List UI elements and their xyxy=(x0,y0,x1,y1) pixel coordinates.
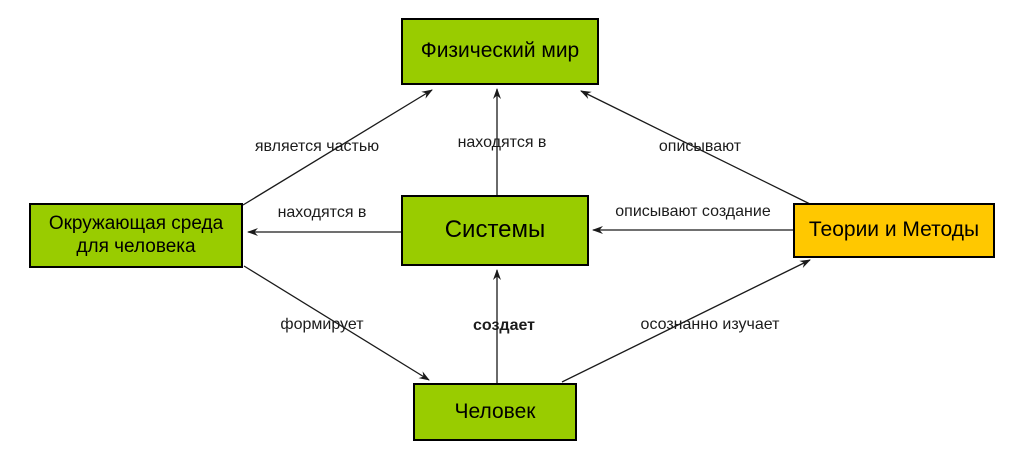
node-physical-world: Физический мир xyxy=(401,18,599,85)
edge-label-located-in-top: находятся в xyxy=(457,134,547,151)
edge-label-located-in-left: находятся в xyxy=(277,204,367,221)
edge-human-to-theories xyxy=(561,259,811,383)
edge-theories-to-physical-world xyxy=(580,90,811,205)
node-theories: Теории и Методы xyxy=(793,203,995,258)
edge-environment-to-human xyxy=(243,265,430,381)
edge-label-is-part-of: является частью xyxy=(254,138,380,155)
edge-label-describe: описывают xyxy=(658,138,742,155)
node-environment: Окружающая среда для человека xyxy=(29,203,243,268)
node-systems: Системы xyxy=(401,195,589,266)
edge-label-creates: создает xyxy=(473,317,535,334)
edge-environment-to-physical-world xyxy=(242,89,433,206)
edge-label-consciously-studies: осознанно изучает xyxy=(640,316,780,333)
edge-label-forms: формирует xyxy=(280,316,364,333)
node-human: Человек xyxy=(413,383,577,441)
edge-label-describe-creation: описывают создание xyxy=(615,203,771,220)
